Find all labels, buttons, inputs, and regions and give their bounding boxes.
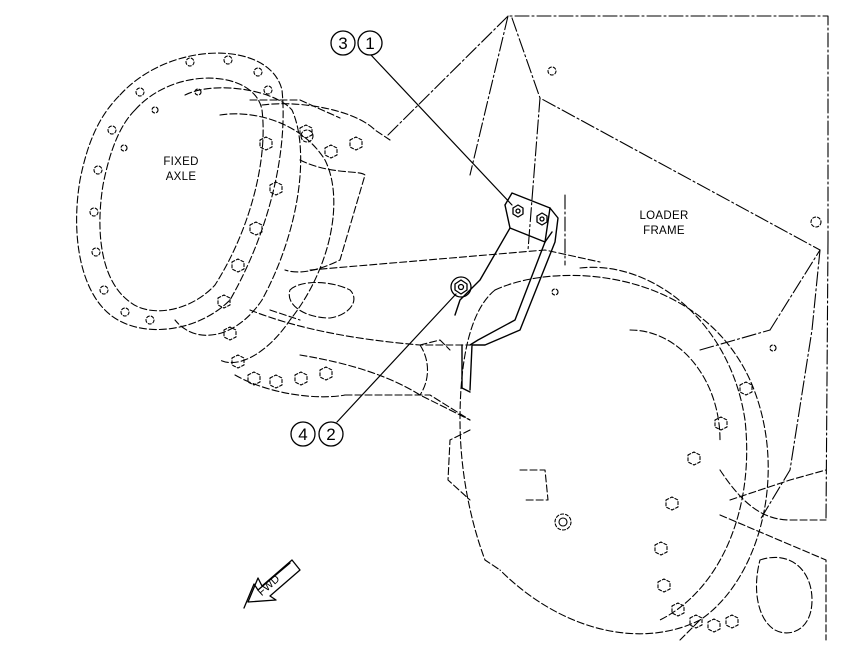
- frame-hole: [769, 344, 777, 352]
- loader-frame-label: LOADER FRAME: [639, 210, 688, 237]
- axle-beam: [249, 159, 601, 421]
- right-hub-hole: [551, 288, 559, 296]
- callout-number: 4: [298, 425, 307, 444]
- label-line: FRAME: [643, 225, 685, 237]
- fixed-axle-label: FIXED AXLE: [163, 156, 198, 183]
- callout-number: 3: [338, 34, 347, 53]
- left-wheel-hub: [76, 52, 471, 421]
- frame-hole: [810, 216, 822, 228]
- mounting-bracket: [454, 192, 559, 393]
- callout-balloon: [330, 30, 356, 56]
- callout-number: 1: [365, 34, 374, 53]
- frame-hole: [547, 66, 557, 76]
- label-line: FIXED: [163, 156, 198, 168]
- leader-line-bottom: [336, 293, 457, 423]
- right-hub-nuts: [654, 381, 753, 633]
- right-hub-plug: [554, 513, 572, 531]
- callout-bottom: 4 2: [290, 421, 344, 447]
- right-hub-plug-inner: [558, 517, 568, 527]
- callout-balloon: [318, 421, 344, 447]
- loader-frame-outline: [387, 15, 829, 521]
- callout-balloon: [290, 421, 316, 447]
- fwd-label: FWD: [256, 573, 283, 599]
- callout-number: 2: [326, 425, 335, 444]
- callout-balloon: [357, 30, 383, 56]
- housing-plug: [300, 129, 314, 143]
- label-line: LOADER: [639, 210, 688, 222]
- fwd-arrow: [243, 559, 301, 609]
- label-line: AXLE: [166, 171, 197, 183]
- bracket-bolt-1: [512, 204, 524, 218]
- right-wheel-hub: [447, 266, 827, 641]
- left-flange-bolts: [89, 55, 273, 325]
- leader-line-top: [370, 54, 513, 206]
- housing-nuts-left: [217, 124, 363, 389]
- callout-top: 3 1: [330, 30, 383, 56]
- bracket-nut-washer: [450, 276, 472, 298]
- bracket-bolt-2: [536, 212, 548, 226]
